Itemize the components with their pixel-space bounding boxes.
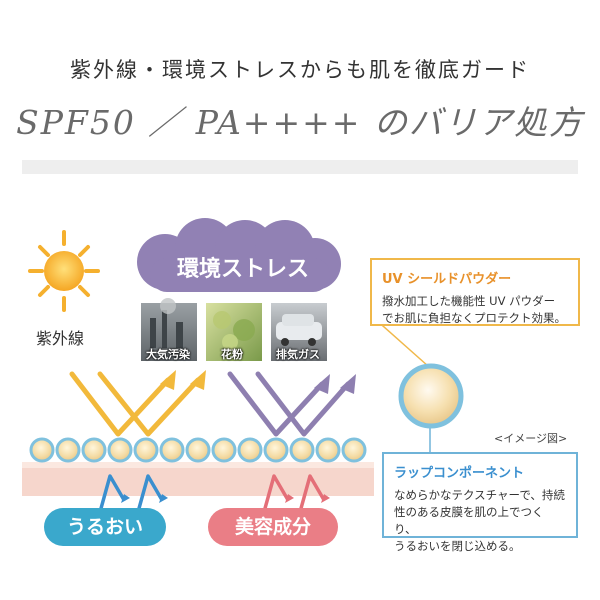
stress-label: 環境ストレス — [176, 257, 309, 282]
photo-caption-pollution: 大気汚染 — [146, 348, 190, 361]
uv-label: 紫外線 — [36, 329, 85, 348]
divider — [22, 160, 578, 174]
uv-powder-body: 撥水加工した機能性 UV パウダー でお肌に負担なくプロテクト効果。 — [382, 293, 568, 327]
pollution-photo — [141, 298, 197, 361]
sun-icon — [28, 230, 100, 312]
beauty-pill: 美容成分 — [208, 508, 338, 546]
uv-arrows — [69, 371, 201, 437]
image-note: <イメージ図> — [494, 432, 568, 445]
beauty-arrows — [262, 474, 326, 513]
photo-caption-exhaust: 排気ガス — [276, 348, 320, 361]
bead-barrier — [29, 437, 367, 463]
photo-caption-pollen: 花粉 — [221, 348, 243, 361]
pollen-photo — [206, 303, 262, 361]
wrap-title: ラップコンポーネント — [394, 466, 525, 481]
big-bead — [398, 363, 464, 429]
wrap-line-3: うるおいを閉じ込める。 — [394, 539, 521, 553]
subhead: SPF50 ／ PA++++ のバリア処方 — [16, 103, 584, 142]
stress-cloud — [137, 218, 341, 292]
stress-arrows — [227, 371, 351, 437]
moisture-arrows — [98, 474, 164, 513]
wrap-line-1: なめらかなテクスチャーで、持続 — [394, 488, 565, 502]
uv-powder-line-1: 撥水加工した機能性 UV パウダー — [382, 294, 556, 308]
uv-powder-box: UV シールドパウダー 撥水加工した機能性 UV パウダー でお肌に負担なくプロ… — [370, 258, 580, 326]
wrap-line-2: 性のある皮膜を肌の上でつくり、 — [394, 505, 544, 536]
uv-powder-line-2: でお肌に負担なくプロテクト効果。 — [382, 311, 566, 325]
wrap-body: なめらかなテクスチャーで、持続 性のある皮膜を肌の上でつくり、 うるおいを閉じ込… — [394, 487, 566, 555]
exhaust-photo — [271, 303, 327, 361]
uv-powder-title: UV シールドパウダー — [382, 272, 512, 287]
wrap-box: ラップコンポーネント なめらかなテクスチャーで、持続 性のある皮膜を肌の上でつく… — [382, 452, 578, 553]
skin-layer — [22, 466, 374, 496]
moisture-pill: うるおい — [44, 508, 166, 546]
headline: 紫外線・環境ストレスからも肌を徹底ガード — [70, 58, 530, 82]
